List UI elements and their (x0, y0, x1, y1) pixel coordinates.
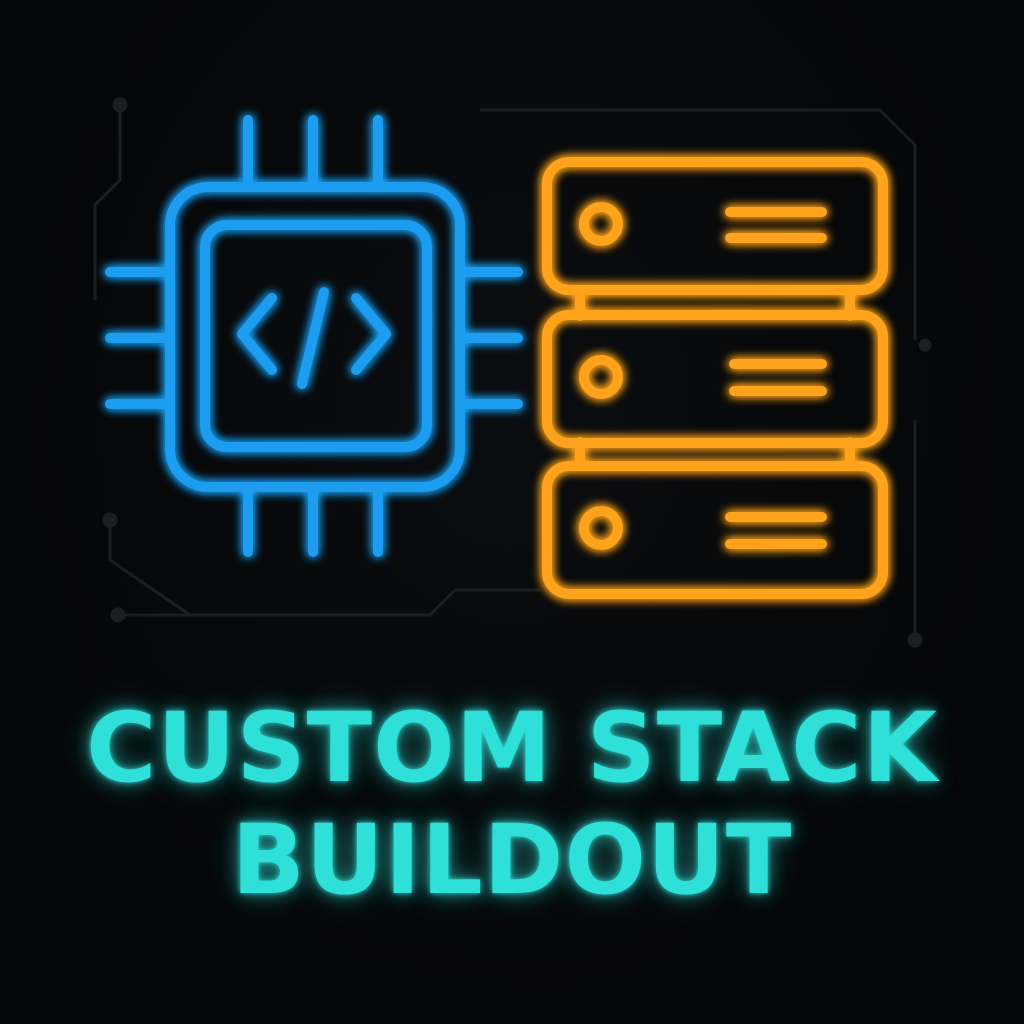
title-line-1: CUSTOM STACK (86, 692, 938, 804)
title-line-2: BUILDOUT (231, 804, 793, 916)
server-stack-icon (542, 157, 888, 599)
cpu-code-icon (105, 115, 523, 557)
server-unit-1 (542, 157, 888, 295)
server-unit-2 (542, 310, 888, 448)
circuit-traces (93, 97, 932, 648)
server-unit-3 (542, 461, 888, 599)
